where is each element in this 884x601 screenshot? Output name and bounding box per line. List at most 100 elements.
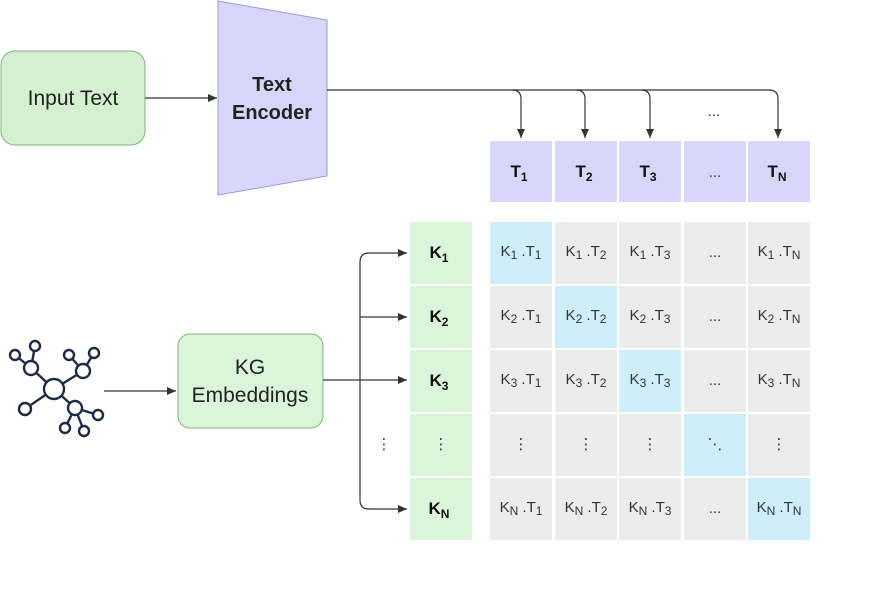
kg-embeddings-node: KG Embeddings (177, 333, 324, 429)
matrix-cell-1-3: ... (684, 286, 746, 348)
col-header-cell (555, 141, 617, 202)
matrix-cell (684, 478, 746, 540)
row-header-label-sub: 1 (442, 251, 449, 265)
col-header-label: T2 (575, 162, 592, 184)
col-header-label-base: T (639, 162, 650, 181)
cell-vdots: ⋮ (772, 436, 787, 453)
col-header-label-sub: N (778, 170, 787, 184)
matrix-cell-2-2: K3 .T3 (619, 350, 681, 412)
cell-product: K2 .TN (758, 307, 801, 326)
row-header-label-sub: 2 (442, 315, 449, 329)
matrix-cell-3-2: ⋮ (619, 414, 681, 476)
col-header-2: T3 (619, 141, 681, 202)
matrix-cell-2-1: K3 .T2 (555, 350, 617, 412)
col-header-cell (684, 141, 746, 202)
matrix-cell-0-4: K1 .TN (748, 222, 810, 284)
bus-vdots: ⋮ (377, 436, 392, 453)
kg-output-bus (323, 249, 407, 513)
cell-ellipsis: ... (709, 308, 722, 325)
matrix-cell (490, 414, 552, 476)
cell-ellipsis: ... (709, 244, 722, 261)
row-header-label: K2 (430, 307, 449, 329)
matrix-cell-1-1: K2 .T2 (555, 286, 617, 348)
col-header-label-base: T (767, 162, 778, 181)
matrix-cell-4-2: KN .T3 (619, 478, 681, 540)
matrix-cell (748, 414, 810, 476)
row-header-2: K3 (410, 350, 472, 412)
cell-product: K1 .TN (758, 243, 801, 262)
matrix-cell (748, 350, 810, 412)
matrix-cell (555, 414, 617, 476)
cell-vdots: ⋮ (514, 436, 529, 453)
matrix-cell (684, 350, 746, 412)
diagonal-cell (555, 286, 617, 348)
matrix-cell-1-4: K2 .TN (748, 286, 810, 348)
matrix-cell (619, 286, 681, 348)
col-header-1: T2 (555, 141, 617, 202)
cell-product: KN .T2 (565, 499, 608, 518)
row-header-cell (410, 414, 472, 476)
row-header-cell (410, 222, 472, 284)
matrix-cell-1-0: K2 .T1 (490, 286, 552, 348)
col-header-4: TN (748, 141, 810, 202)
cell-product: K2 .T2 (566, 307, 607, 326)
matrix-cell (619, 478, 681, 540)
row-header-label-base: K (430, 307, 443, 326)
row-header-cell (410, 350, 472, 412)
cell-product: KN .T3 (629, 499, 672, 518)
matrix-cell (684, 222, 746, 284)
matrix-cell-2-0: K3 .T1 (490, 350, 552, 412)
matrix-cell-4-4: KN .TN (748, 478, 810, 540)
cell-product: K2 .T3 (630, 307, 671, 326)
matrix-cell-4-0: KN .T1 (490, 478, 552, 540)
matrix-cell (490, 350, 552, 412)
cell-product: K3 .T2 (566, 371, 607, 390)
matrix-cell (748, 286, 810, 348)
cell-product: K1 .T3 (630, 243, 671, 262)
matrix-cell (490, 478, 552, 540)
matrix-cell (555, 350, 617, 412)
matrix-cell-0-0: K1 .T1 (490, 222, 552, 284)
diagonal-cell (684, 414, 746, 476)
matrix-cell-0-3: ... (684, 222, 746, 284)
matrix-cell (555, 478, 617, 540)
cell-product: KN .TN (757, 499, 802, 518)
cell-ellipsis: ... (709, 372, 722, 389)
col-header-0: T1 (490, 141, 552, 202)
matrix-cell (619, 222, 681, 284)
row-header-1: K2 (410, 286, 472, 348)
cell-product: K1 .T1 (501, 243, 542, 262)
cell-product: K1 .T2 (566, 243, 607, 262)
encoder-output-bus (327, 89, 782, 138)
matrix-cell-2-3: ... (684, 350, 746, 412)
row-header-label: K1 (430, 243, 449, 265)
row-header-4: KN (410, 478, 472, 540)
matrix-cell-4-1: KN .T2 (555, 478, 617, 540)
matrix-cell-0-2: K1 .T3 (619, 222, 681, 284)
matrix-cell (748, 222, 810, 284)
kg-embeddings-label-line2: Embeddings (192, 384, 309, 407)
matrix-cell (490, 286, 552, 348)
col-header-cell (490, 141, 552, 202)
kg-embeddings-label-line1: KG (235, 356, 265, 379)
cell-vdots: ⋮ (579, 436, 594, 453)
col-header-label-base: T (510, 162, 521, 181)
matrix-cell (555, 222, 617, 284)
matrix-cell-3-0: ⋮ (490, 414, 552, 476)
row-header-vdots: ⋮ (434, 436, 449, 453)
row-header-cell (410, 478, 472, 540)
row-header-label-base: K (429, 499, 442, 518)
text-encoder-label-line1: Text (252, 74, 292, 96)
matrix-cell (684, 286, 746, 348)
col-header-cell (619, 141, 681, 202)
row-header-label-base: K (430, 243, 443, 262)
col-header-3: ... (684, 141, 746, 202)
diagonal-cell (748, 478, 810, 540)
row-header-label: K3 (430, 371, 449, 393)
knowledge-graph-icon (8, 339, 105, 438)
diagonal-cell (490, 222, 552, 284)
cell-ddots: ⋱ (708, 436, 723, 453)
